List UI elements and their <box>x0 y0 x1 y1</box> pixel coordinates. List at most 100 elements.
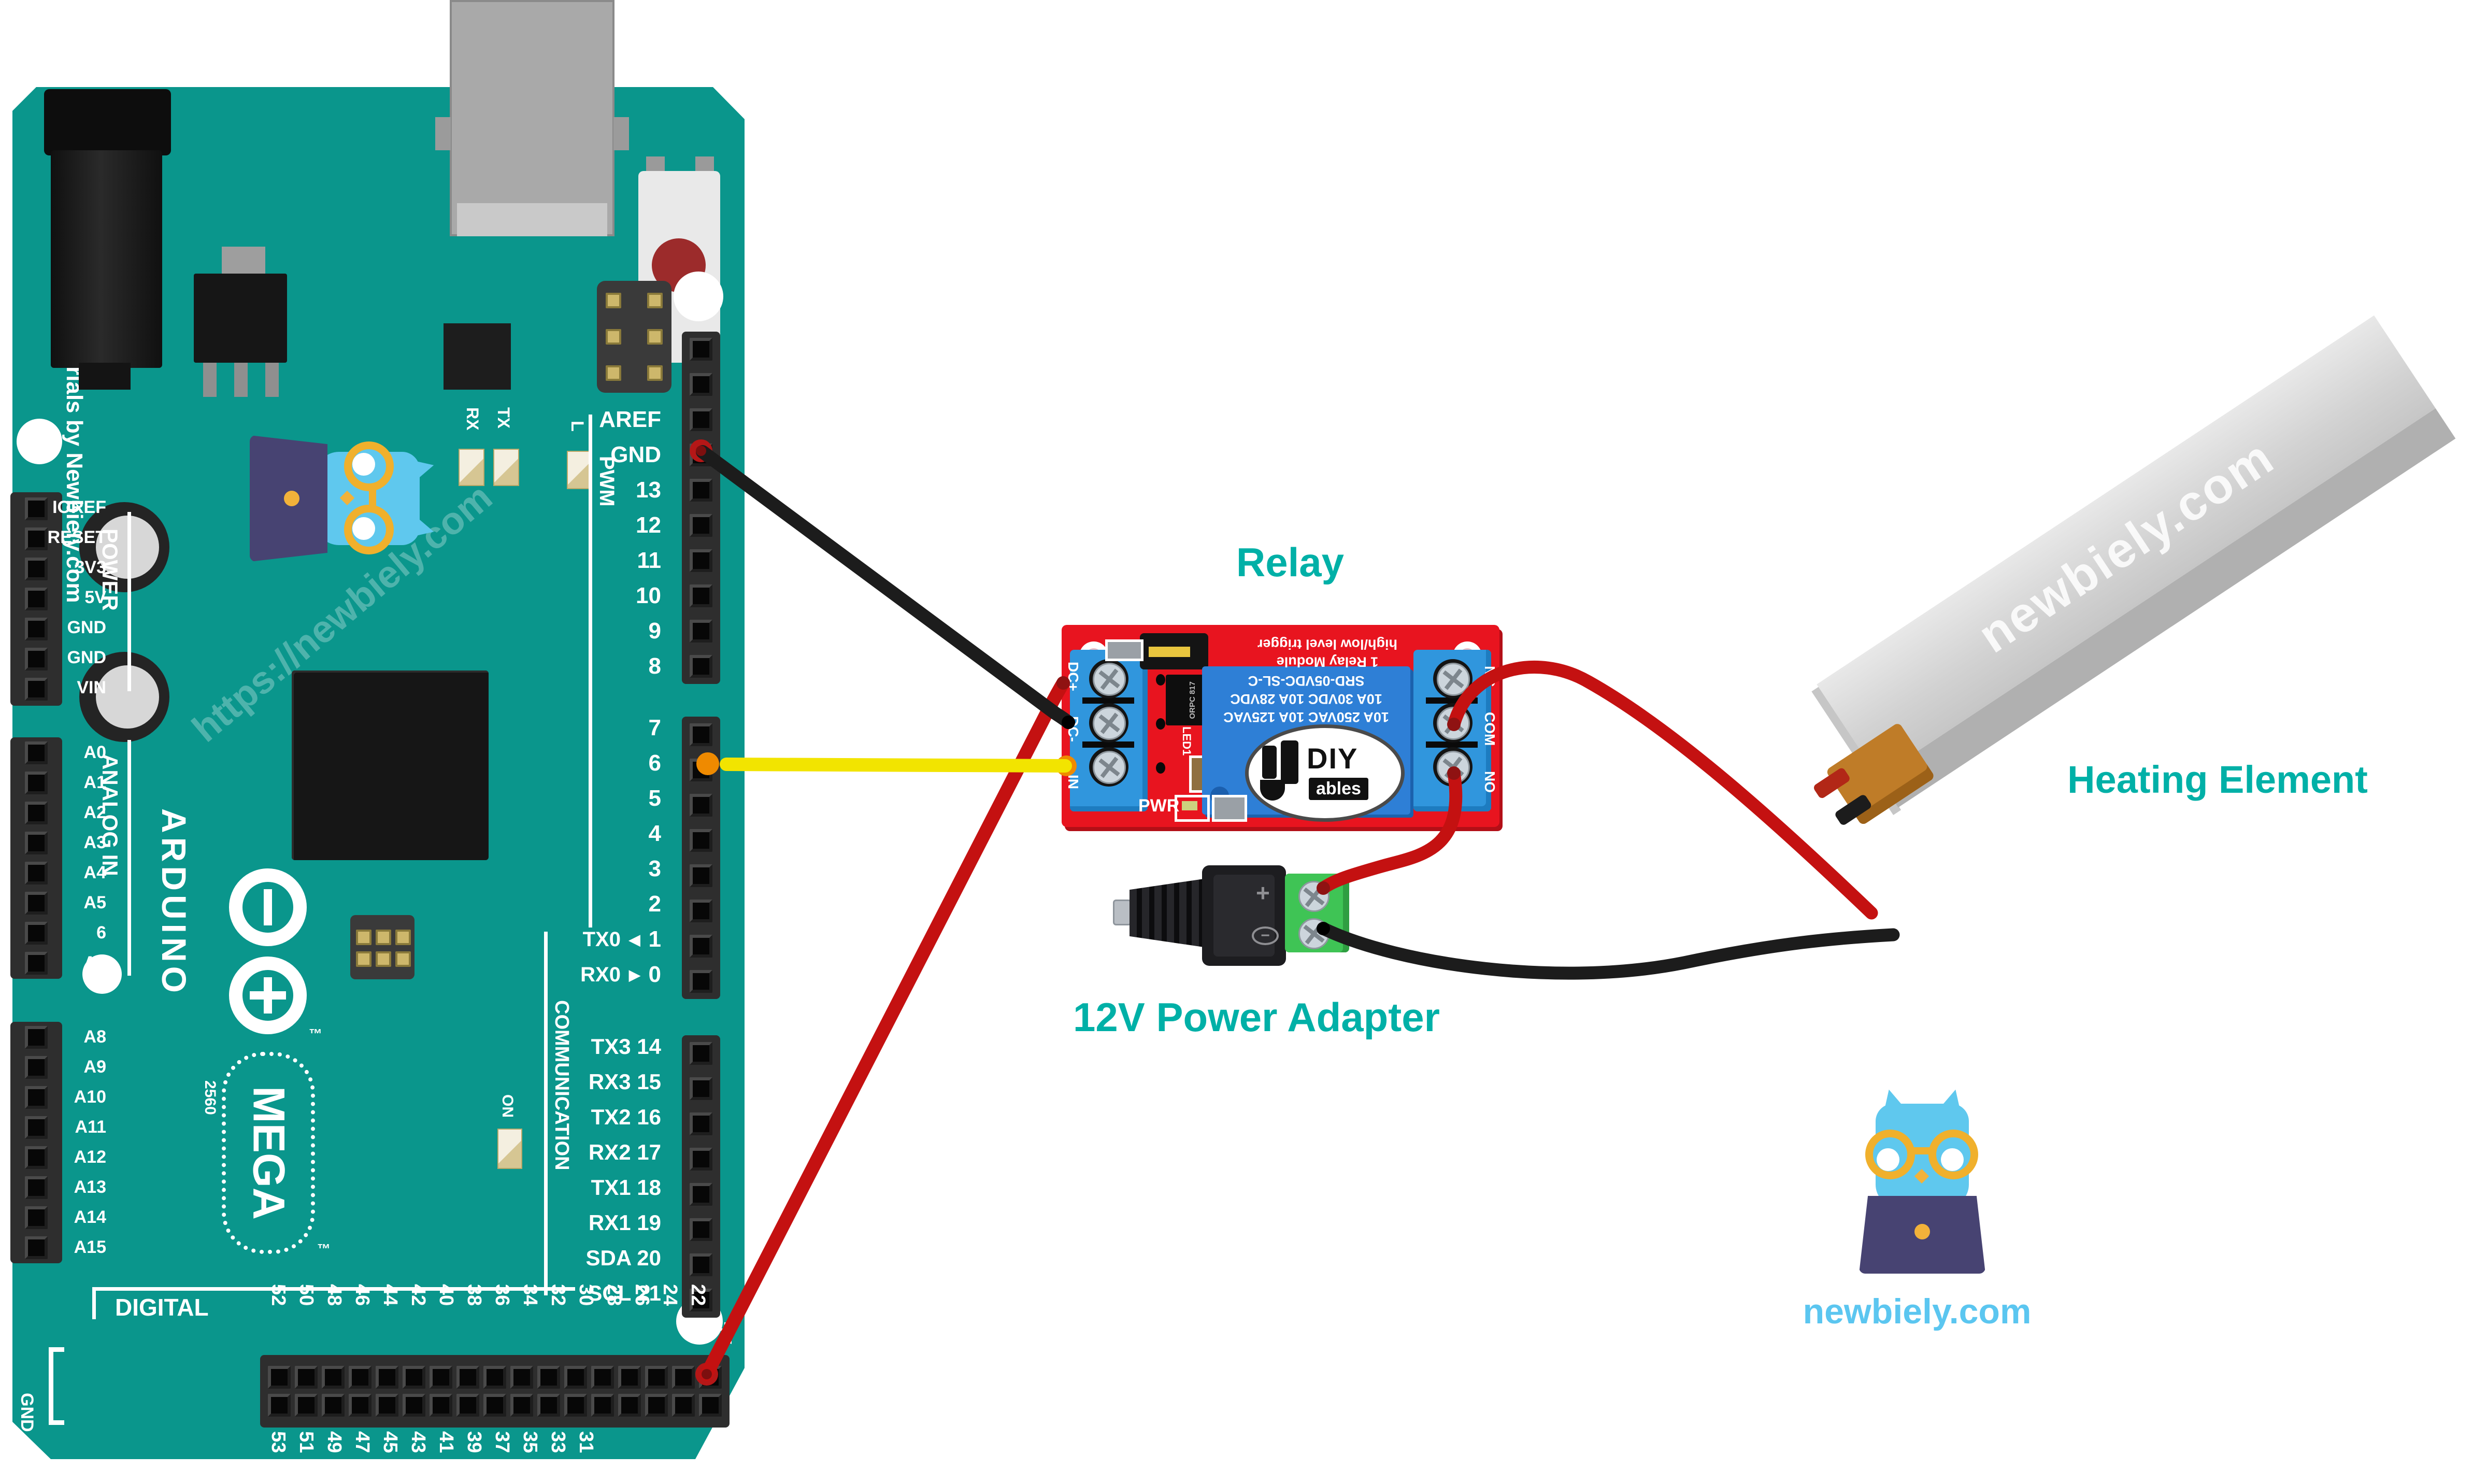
header-pin <box>349 1394 371 1417</box>
diyables-logo: DIY ables <box>1245 724 1405 822</box>
header-pin <box>690 584 712 607</box>
pin-label: 12 <box>636 512 661 538</box>
header-pin <box>349 1366 371 1389</box>
header-pin <box>25 1236 48 1259</box>
pin-label: 3V3 <box>75 558 107 577</box>
terminal-screw <box>1298 881 1330 912</box>
owl-eye-icon <box>1941 1148 1964 1171</box>
pin-number: 39 <box>463 1431 485 1453</box>
header-pin <box>645 1394 668 1417</box>
header-pin <box>376 930 391 945</box>
header-pin <box>268 1366 291 1389</box>
mega-badge: MEGA <box>222 1052 315 1254</box>
header-pin <box>690 864 712 887</box>
rx0-label: RX0 <box>580 963 621 986</box>
reset-button-tab <box>646 156 665 173</box>
header-pin <box>690 1253 712 1276</box>
pin-number: 51 <box>295 1431 317 1453</box>
pin-label: A9 <box>83 1057 106 1077</box>
pin-label: 5 <box>648 786 661 811</box>
header-pin <box>295 1366 318 1389</box>
relay-heading: Relay <box>1236 539 1345 585</box>
section-pwm: PWM <box>595 456 618 507</box>
pin-label: A10 <box>74 1087 106 1107</box>
header-pin <box>322 1366 345 1389</box>
header-pin <box>25 862 48 884</box>
pin-number: 24 <box>659 1284 681 1306</box>
power-jack-foot <box>79 363 131 390</box>
icsp2-header <box>350 915 414 979</box>
usb-band <box>457 203 607 236</box>
wire-adapter-to-heater <box>1317 922 1900 980</box>
header-pin <box>483 1394 506 1417</box>
header-pin <box>537 1394 560 1417</box>
header-pin <box>403 1394 425 1417</box>
regulator-leg <box>203 363 217 397</box>
brand-tm: ™ <box>309 1026 322 1041</box>
pin-label: RX3 15 <box>588 1069 661 1094</box>
owl-eye-icon <box>352 517 375 540</box>
led1-label: LED1 <box>1180 726 1193 756</box>
pwm-bracket-line <box>589 415 592 928</box>
header-pin <box>25 527 48 550</box>
pin-label: A0 <box>83 743 106 762</box>
power-jack-body <box>51 150 162 368</box>
pin-label: GND <box>67 618 106 637</box>
pin-label: 10 <box>636 583 661 608</box>
header-pin <box>376 1394 398 1417</box>
wire-gnd-to-dcminus <box>696 445 1075 729</box>
header-pin <box>647 365 663 381</box>
pin-label: 6 <box>96 923 106 943</box>
pin-number: 42 <box>407 1284 429 1306</box>
header-pin <box>295 1394 318 1417</box>
gnd-bracket <box>49 1347 64 1425</box>
pin-label: A5 <box>83 893 106 912</box>
pin-label: 3 <box>648 856 661 881</box>
header-pin <box>690 655 712 678</box>
header-pin <box>690 1112 712 1135</box>
terminal-label: DC- <box>1065 716 1081 742</box>
header-pin <box>690 444 712 466</box>
header-pin <box>25 678 48 701</box>
header-pin <box>591 1366 614 1389</box>
section-power: POWER <box>98 529 122 611</box>
header-pin <box>690 408 712 431</box>
heater-top-face: newbiely.com <box>1817 315 2436 777</box>
header-pin <box>456 1366 479 1389</box>
digital-line-stub <box>92 1287 96 1319</box>
rx-led-label: RX <box>463 407 482 431</box>
owl-glasses-bridge-icon <box>369 489 376 507</box>
power-jack <box>44 89 171 155</box>
usb-tab-right <box>613 117 629 150</box>
wire-5v-to-dcplus <box>700 676 1070 1381</box>
pin-label: A3 <box>83 833 106 852</box>
pin-label: 2 <box>648 891 661 917</box>
digital-header-b <box>682 717 720 999</box>
pin-number: 30 <box>575 1284 597 1306</box>
header-pin <box>564 1394 587 1417</box>
pin-label: 11 <box>637 548 661 573</box>
header-pin <box>690 549 712 572</box>
header-pin <box>690 1077 712 1100</box>
header-pin <box>690 723 712 746</box>
comm-bracket-line <box>544 932 548 1295</box>
header-pin <box>618 1394 641 1417</box>
header-pin <box>606 365 621 381</box>
pin-number: 28 <box>603 1284 625 1306</box>
pin-label: 7 <box>648 715 661 740</box>
header-pin <box>618 1366 641 1389</box>
header-pin <box>645 1366 668 1389</box>
pin-number: 47 <box>351 1431 373 1453</box>
header-pin <box>647 329 663 345</box>
tx0-label: TX0 <box>582 928 621 951</box>
tx-led <box>493 449 519 486</box>
pin-number: 40 <box>435 1284 457 1306</box>
pin-label: A2 <box>83 803 106 822</box>
pin-number: 44 <box>379 1284 401 1306</box>
pin-label: SDA 20 <box>585 1246 661 1270</box>
pin-number: 46 <box>351 1284 373 1306</box>
header-pin <box>690 373 712 396</box>
relay-module-title: 1 Relay Module high/low level trigger <box>1257 636 1398 670</box>
